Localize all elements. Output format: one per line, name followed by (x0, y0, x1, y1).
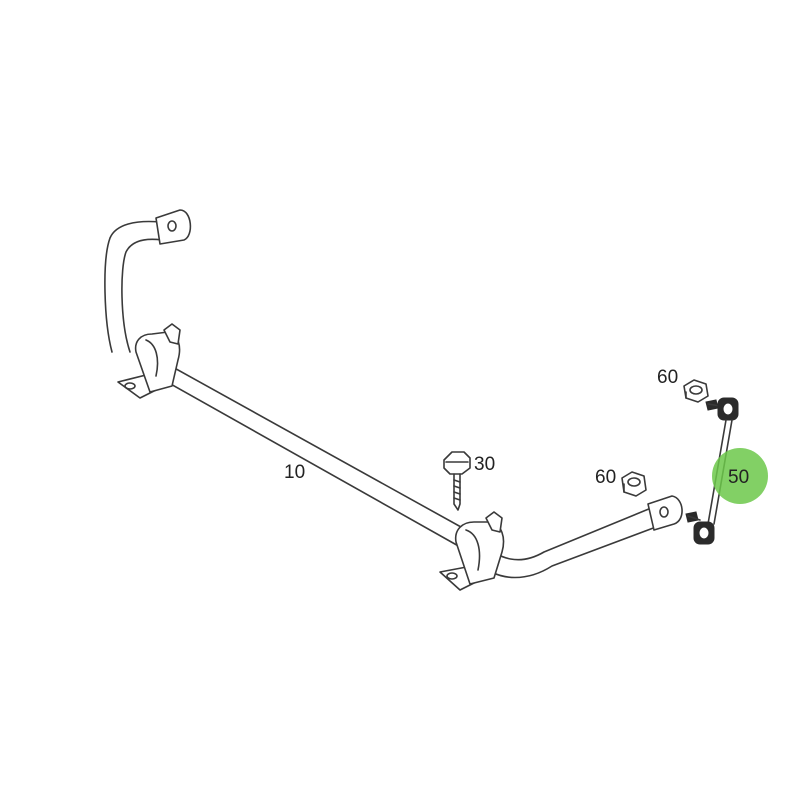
nut-lower[interactable] (621, 471, 647, 497)
bushing-right[interactable] (439, 511, 505, 591)
label-60-upper: 60 (657, 367, 678, 388)
bolt[interactable] (443, 451, 471, 511)
label-30: 30 (474, 454, 495, 475)
label-10: 10 (284, 462, 305, 483)
label-50: 50 (728, 467, 749, 488)
stabilizer-bar[interactable] (104, 209, 683, 579)
label-60-lower: 60 (595, 467, 616, 488)
nut-upper[interactable] (683, 379, 709, 403)
highlight-marker (712, 448, 768, 504)
bushing-left[interactable] (117, 323, 181, 399)
